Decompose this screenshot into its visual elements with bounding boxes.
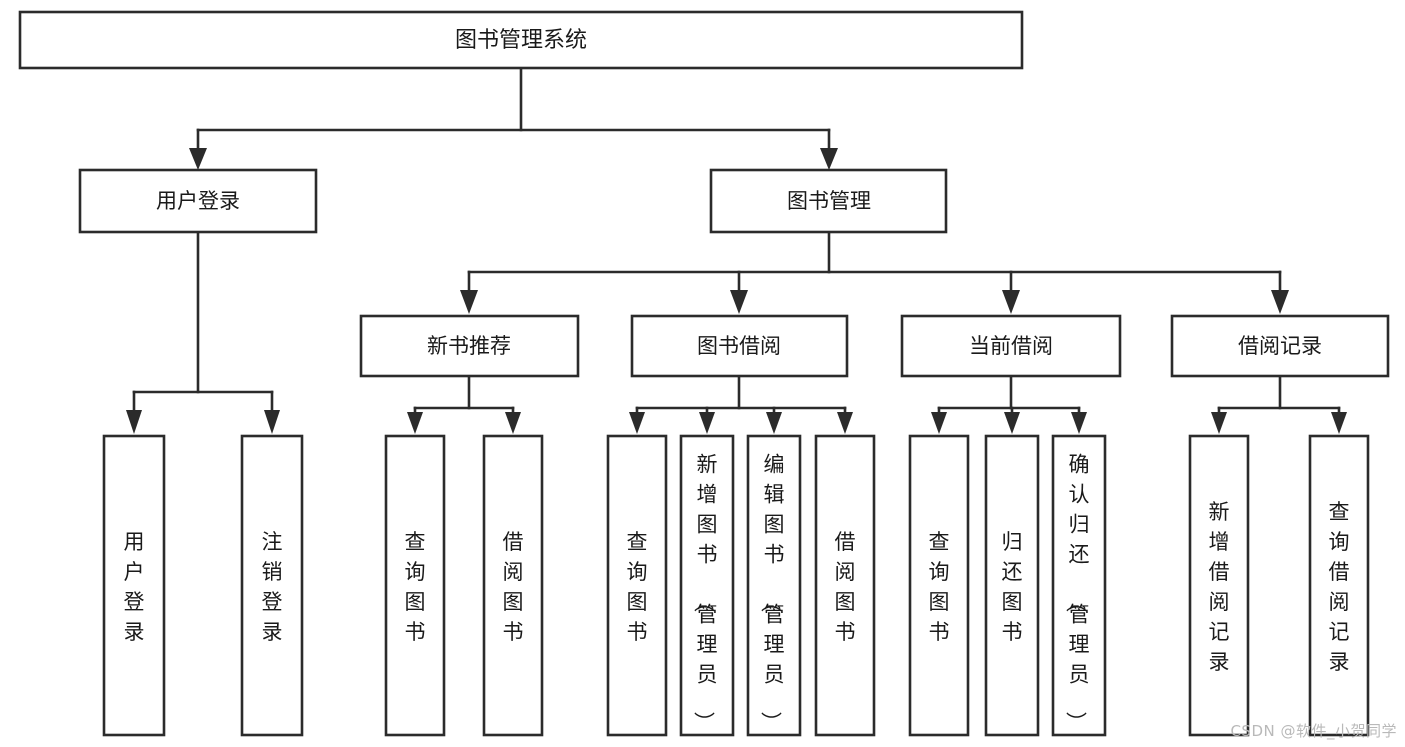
leaf-node-label: 查询图书 (929, 530, 950, 644)
arrowhead-current-borrow (1002, 290, 1020, 314)
node-user-login-box[interactable] (78, 168, 318, 234)
csdn-watermark: CSDN @软件_小贺同学 (1230, 722, 1397, 740)
arrowhead-leaf-return-book (1004, 412, 1020, 434)
leaf-node-box[interactable] (984, 434, 1040, 737)
arrowhead-leaf-add-record (1211, 412, 1227, 434)
node-new-book-recommend-box[interactable] (359, 314, 580, 378)
leaf-node-label: 查询图书 (405, 530, 426, 644)
leaf-node-box[interactable] (1308, 434, 1370, 737)
leaf-node-label: 借阅图书 (503, 530, 524, 644)
leaf-node-label: 查询借阅记录 (1329, 500, 1350, 674)
leaf-node-box[interactable] (908, 434, 970, 737)
leaf-node-box[interactable] (1188, 434, 1250, 737)
leaf-node[interactable]: 借阅图书 (482, 434, 544, 737)
leaf-node-box[interactable] (679, 434, 735, 737)
leaf-node[interactable]: 用户登录 (102, 434, 166, 737)
leaf-node-label: 用户登录 (124, 530, 145, 644)
node-book-borrow-box[interactable] (630, 314, 849, 378)
leaf-node[interactable]: 新增借阅记录 (1188, 434, 1250, 737)
leaf-node[interactable]: 查询图书 (606, 434, 668, 737)
node-user-login-label: 用户登录 (156, 189, 240, 213)
arrowhead-leaf-edit-book (766, 412, 782, 434)
leaf-node-label: 归还图书 (1002, 530, 1023, 644)
arrowhead-leaf-borrow-book-1 (505, 412, 521, 434)
leaf-node-box[interactable] (606, 434, 668, 737)
connector-layer (126, 66, 1347, 434)
leaf-node-box[interactable] (482, 434, 544, 737)
leaf-node[interactable]: 查询图书 (384, 434, 446, 737)
leaf-node-label: 确认归还（管理员） (1064, 452, 1090, 732)
leaf-node-box[interactable] (1051, 434, 1107, 737)
node-root[interactable]: 图书管理系统 (18, 10, 1024, 70)
arrowhead-leaf-user-login (126, 410, 142, 434)
leaf-node-box[interactable] (102, 434, 166, 737)
node-current-borrow[interactable]: 当前借阅 (900, 314, 1122, 378)
arrowhead-leaf-query-book-1 (407, 412, 423, 434)
leaf-node-box[interactable] (384, 434, 446, 737)
leaf-node[interactable]: 归还图书 (984, 434, 1040, 737)
node-borrow-record-box[interactable] (1170, 314, 1390, 378)
arrowhead-borrow-record (1271, 290, 1289, 314)
arrowhead-leaf-add-book (699, 412, 715, 434)
leaf-node[interactable]: 编辑图书（管理员） (746, 434, 802, 737)
node-book-management[interactable]: 图书管理 (709, 168, 948, 234)
leaf-node-label: 查询图书 (627, 530, 648, 644)
node-borrow-record[interactable]: 借阅记录 (1170, 314, 1390, 378)
node-root-label: 图书管理系统 (455, 28, 587, 53)
arrowhead-leaf-borrow-book-2 (837, 412, 853, 434)
arrowhead-user-login (189, 148, 207, 170)
node-book-management-box[interactable] (709, 168, 948, 234)
leaf-node-label: 借阅图书 (835, 530, 856, 644)
node-user-login[interactable]: 用户登录 (78, 168, 318, 234)
leaf-node-label: 编辑图书（管理员） (759, 452, 785, 732)
node-current-borrow-label: 当前借阅 (969, 334, 1053, 358)
arrowhead-book-borrow (730, 290, 748, 314)
node-root-box[interactable] (18, 10, 1024, 70)
leaf-node[interactable]: 新增图书（管理员） (679, 434, 735, 737)
arrowhead-leaf-query-book-3 (931, 412, 947, 434)
leaf-node-box[interactable] (746, 434, 802, 737)
leaf-node-label: 新增图书（管理员） (692, 452, 718, 732)
leaf-node[interactable]: 查询图书 (908, 434, 970, 737)
arrowhead-leaf-confirm-return (1071, 412, 1087, 434)
leaf-node-label: 新增借阅记录 (1209, 500, 1230, 674)
leaf-node[interactable]: 借阅图书 (814, 434, 876, 737)
node-new-book-recommend-label: 新书推荐 (427, 334, 511, 358)
leaf-layer: 用户登录 注销登录 查询图书 借阅图书 查询图书 新增图书（管理员） 编辑图书（管理员） 借阅… (102, 434, 1370, 737)
node-current-borrow-box[interactable] (900, 314, 1122, 378)
node-borrow-record-label: 借阅记录 (1238, 334, 1322, 358)
leaf-node-box[interactable] (240, 434, 304, 737)
arrowhead-leaf-query-record (1331, 412, 1347, 434)
arrowhead-new-book-recommend (460, 290, 478, 314)
leaf-node-box[interactable] (814, 434, 876, 737)
leaf-node[interactable]: 查询借阅记录 (1308, 434, 1370, 737)
arrowhead-leaf-query-book-2 (629, 412, 645, 434)
leaf-node[interactable]: 注销登录 (240, 434, 304, 737)
node-book-borrow-label: 图书借阅 (697, 334, 781, 358)
arrowhead-book-management (820, 148, 838, 170)
node-book-borrow[interactable]: 图书借阅 (630, 314, 849, 378)
node-new-book-recommend[interactable]: 新书推荐 (359, 314, 580, 378)
arrowhead-leaf-user-logout (264, 410, 280, 434)
leaf-node[interactable]: 确认归还（管理员） (1051, 434, 1107, 737)
leaf-node-label: 注销登录 (262, 530, 283, 644)
node-book-management-label: 图书管理 (787, 189, 871, 213)
